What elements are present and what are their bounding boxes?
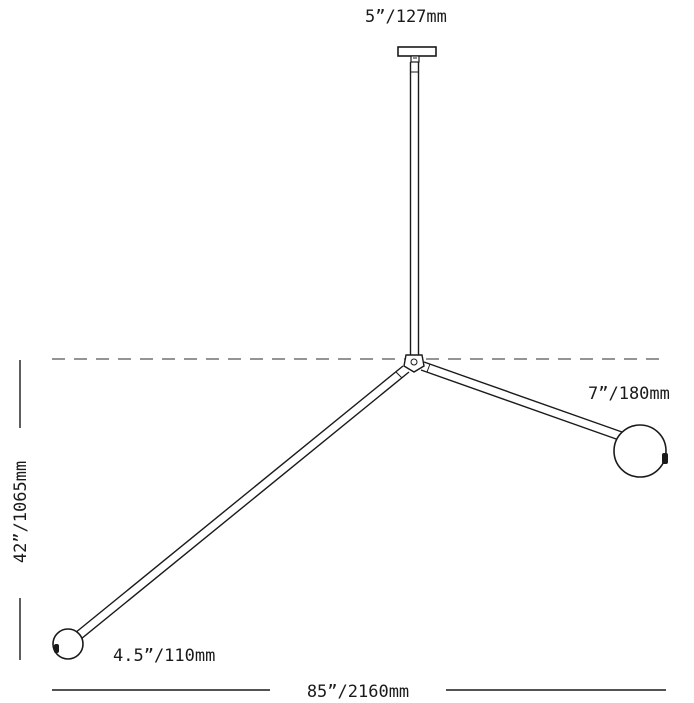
large-globe — [613, 424, 668, 478]
large-globe-label: 7”/180mm — [588, 384, 670, 404]
small-globe — [52, 628, 84, 660]
vertical-stem — [409, 62, 420, 355]
drop-height-label: 42”/1065mm — [11, 461, 31, 563]
long-arm — [74, 365, 410, 640]
short-arm — [420, 361, 623, 441]
total-width-label: 85”/2160mm — [307, 682, 409, 702]
ceiling-canopy — [397, 46, 437, 63]
canopy-width-label: 5”/127mm — [365, 7, 447, 27]
small-globe-label: 4.5”/110mm — [113, 646, 215, 666]
joint-hub — [403, 354, 425, 373]
